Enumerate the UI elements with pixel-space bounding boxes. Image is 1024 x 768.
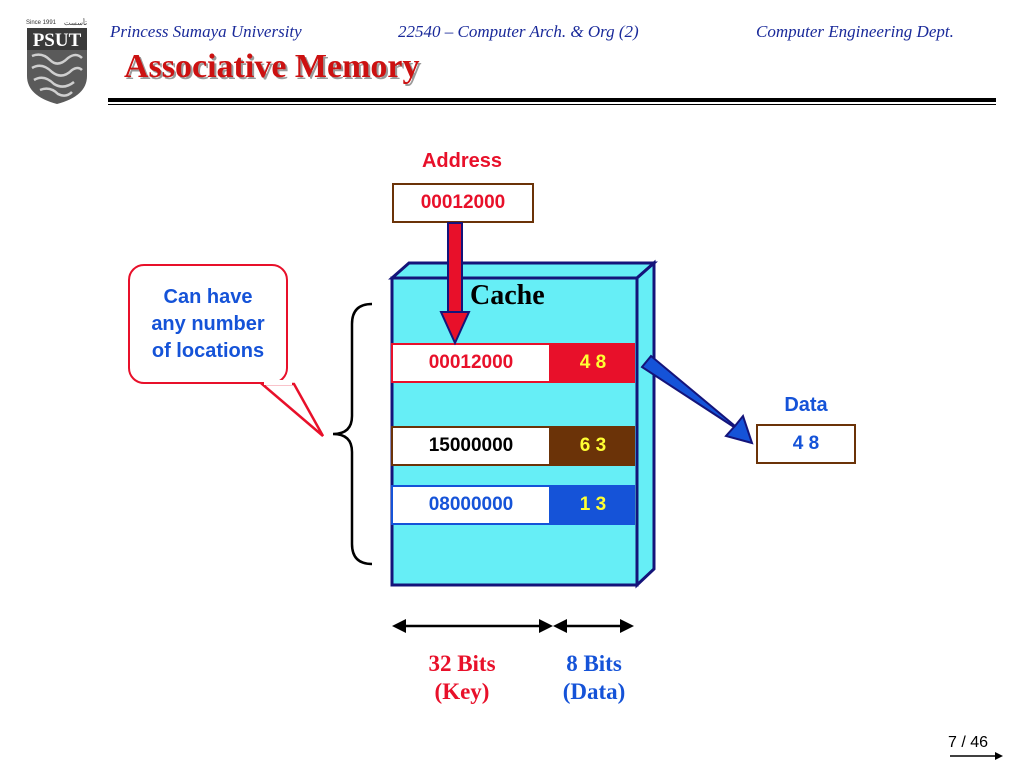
psut-logo: Since 1991 تأسست PSUT — [22, 20, 92, 104]
data-bits-arrow — [553, 619, 634, 633]
callout-join — [264, 380, 292, 385]
page-number: 7 / 46 — [948, 734, 989, 751]
data-bits-line: (Data) — [562, 679, 626, 704]
callout-line: Can have — [163, 285, 253, 308]
data-output-arrow — [640, 354, 754, 445]
cache-row-key: 00012000 — [391, 343, 551, 383]
cache-row-data: 4 8 — [551, 343, 635, 383]
cache-row: 08000000 1 3 — [391, 485, 635, 525]
key-bits-line: (Key) — [434, 679, 490, 704]
key-bits-arrow — [392, 619, 553, 633]
key-bits-line: 32 Bits — [428, 651, 496, 676]
data-bits-line: 8 Bits — [566, 651, 622, 676]
data-label: Data — [784, 394, 828, 416]
header-rule-thin — [108, 104, 996, 105]
address-label: Address — [421, 150, 503, 172]
course-title: 22540 – Computer Arch. & Org (2) — [398, 22, 639, 41]
callout-line: of locations — [151, 339, 265, 362]
callout-pointer — [258, 382, 325, 437]
key-bits-label: 32 Bits (Key) — [402, 650, 522, 706]
callout-line: any number — [151, 312, 265, 335]
slide-title: Associative Memory — [124, 48, 420, 85]
cache-row-data: 1 3 — [551, 485, 635, 525]
data-bits-label: 8 Bits (Data) — [536, 650, 652, 706]
cache-label: Cache — [470, 280, 545, 311]
university-name: Princess Sumaya University — [110, 22, 302, 41]
logo-arabic-text: تأسست — [64, 20, 88, 27]
cache-row: 00012000 4 8 — [391, 343, 635, 383]
locations-brace — [332, 302, 373, 566]
data-output-box: 4 8 — [756, 424, 856, 464]
department-name: Computer Engineering Dept. — [756, 22, 954, 41]
logo-since-text: Since 1991 — [26, 20, 57, 26]
cache-row-key: 15000000 — [391, 426, 551, 466]
callout-bubble: Can have any number of locations — [128, 264, 288, 384]
cache-row-data: 6 3 — [551, 426, 635, 466]
address-search-arrow — [439, 222, 471, 346]
cache-row-key: 08000000 — [391, 485, 551, 525]
cache-row: 15000000 6 3 — [391, 426, 635, 466]
logo-abbrev: PSUT — [32, 30, 82, 51]
logo-shield-icon — [27, 28, 87, 104]
header-rule — [108, 98, 996, 102]
